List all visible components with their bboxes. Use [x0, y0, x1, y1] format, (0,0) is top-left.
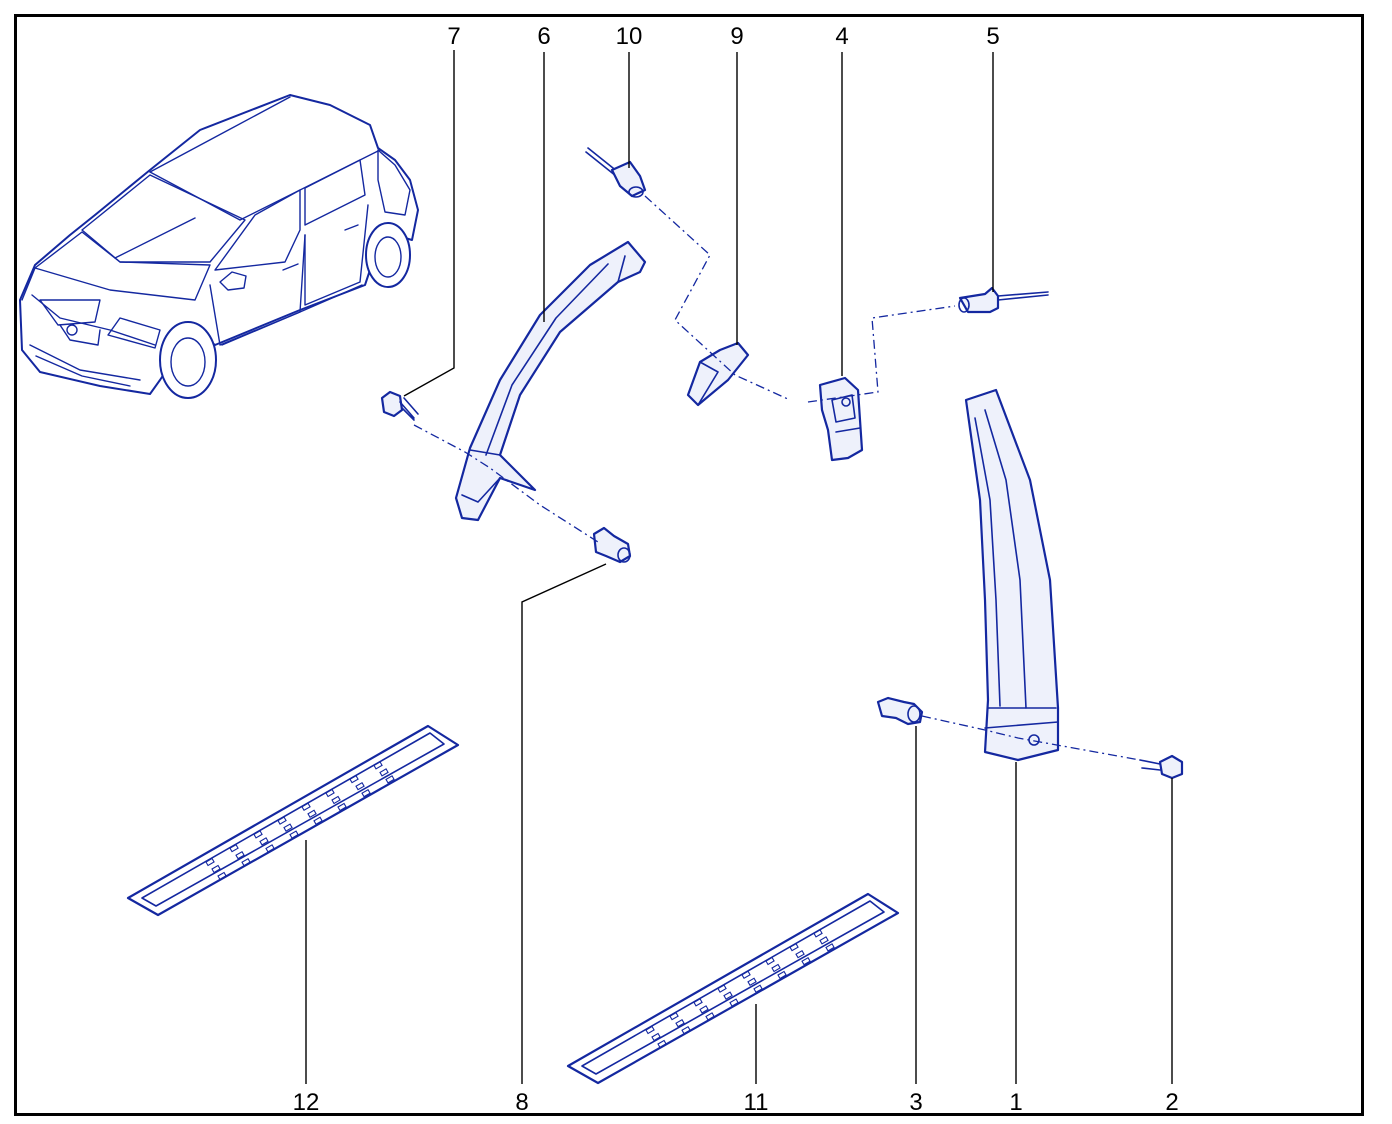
sill-pattern-square — [705, 1012, 715, 1021]
sill-pattern-square — [777, 970, 787, 980]
part-8-push-clip — [592, 526, 632, 564]
sill-pattern-square — [313, 816, 323, 826]
part-6-front-pillar-trim — [454, 240, 647, 522]
sill-pattern-square — [789, 942, 799, 952]
sill-pattern-square — [669, 1011, 679, 1021]
sill-pattern-square — [729, 998, 739, 1007]
callout-labels: 7 6 10 9 4 5 12 8 11 3 1 2 — [293, 23, 1179, 1116]
callout-3: 3 — [909, 1089, 922, 1116]
sill-pattern-square — [699, 1005, 709, 1014]
part-9-clip — [686, 341, 750, 407]
sill-pattern-square — [205, 857, 215, 867]
sill-pattern-square — [813, 929, 823, 938]
sill-pattern-square — [765, 956, 775, 966]
part-5-rivet — [958, 286, 1049, 314]
sill-pattern-square — [355, 781, 365, 791]
sill-pattern-square — [645, 1025, 655, 1035]
callout-8: 8 — [515, 1089, 528, 1116]
leader-lines — [305, 50, 1173, 1084]
sill-pattern-square — [349, 774, 359, 784]
sill-pattern-square — [693, 998, 703, 1007]
part-7-screw — [380, 390, 419, 421]
sill-pattern-square — [259, 837, 269, 846]
sill-pattern-square — [795, 949, 805, 959]
sill-pattern-square — [217, 871, 227, 881]
part-4-bracket — [818, 376, 864, 462]
callout-9: 9 — [730, 23, 743, 50]
sill-pattern-square — [325, 788, 335, 798]
sill-pattern-square — [825, 943, 835, 952]
sill-pattern-square — [385, 775, 395, 784]
sill-pattern-square — [819, 936, 829, 945]
sill-pattern-square — [747, 977, 757, 987]
callout-4: 4 — [835, 23, 848, 50]
sill-pattern-square — [675, 1018, 685, 1028]
part-1-rear-pillar-trim — [964, 388, 1060, 762]
sill-pattern-square — [657, 1039, 667, 1049]
callout-12: 12 — [293, 1089, 320, 1116]
sill-pattern-square — [241, 857, 251, 867]
sill-pattern-square — [771, 963, 781, 973]
sill-pattern-square — [283, 823, 293, 832]
callout-10: 10 — [616, 23, 643, 50]
part-12-sill-plate — [126, 724, 460, 917]
sill-pattern-square — [379, 768, 389, 777]
assembly-lines — [413, 195, 1141, 761]
sill-pattern-square — [253, 830, 263, 839]
callout-5: 5 — [986, 23, 999, 50]
sill-pattern-square — [801, 956, 811, 966]
diagram-frame — [14, 14, 1364, 1116]
sill-pattern-square — [651, 1032, 661, 1042]
part-3-push-clip — [876, 696, 924, 726]
vehicle-illustration — [19, 94, 419, 399]
sill-pattern-square — [337, 802, 347, 812]
sill-pattern-square — [331, 795, 341, 805]
callout-11: 11 — [744, 1089, 769, 1116]
sill-pattern-square — [681, 1025, 691, 1035]
callout-1: 1 — [1009, 1089, 1022, 1116]
sill-pattern-square — [373, 761, 383, 770]
sill-pattern-square — [741, 970, 751, 980]
sill-pattern-square — [229, 843, 239, 853]
sill-pattern-square — [753, 984, 763, 994]
sill-pattern-square — [301, 802, 311, 812]
sill-pattern-square — [235, 850, 245, 860]
sill-pattern-square — [277, 816, 287, 825]
part-10-rivet — [585, 147, 647, 198]
sill-pattern-square — [307, 809, 317, 819]
callout-7: 7 — [447, 23, 460, 50]
sill-pattern-square — [289, 830, 299, 839]
part-11-sill-plate — [566, 892, 900, 1085]
callout-2: 2 — [1165, 1089, 1178, 1116]
sill-pattern-square — [265, 844, 275, 853]
sill-pattern-square — [211, 864, 221, 874]
sill-pattern-square — [361, 788, 371, 798]
part-2-screw — [1139, 754, 1184, 780]
callout-6: 6 — [537, 23, 550, 50]
sill-pattern-square — [723, 991, 733, 1000]
sill-pattern-square — [717, 984, 727, 993]
